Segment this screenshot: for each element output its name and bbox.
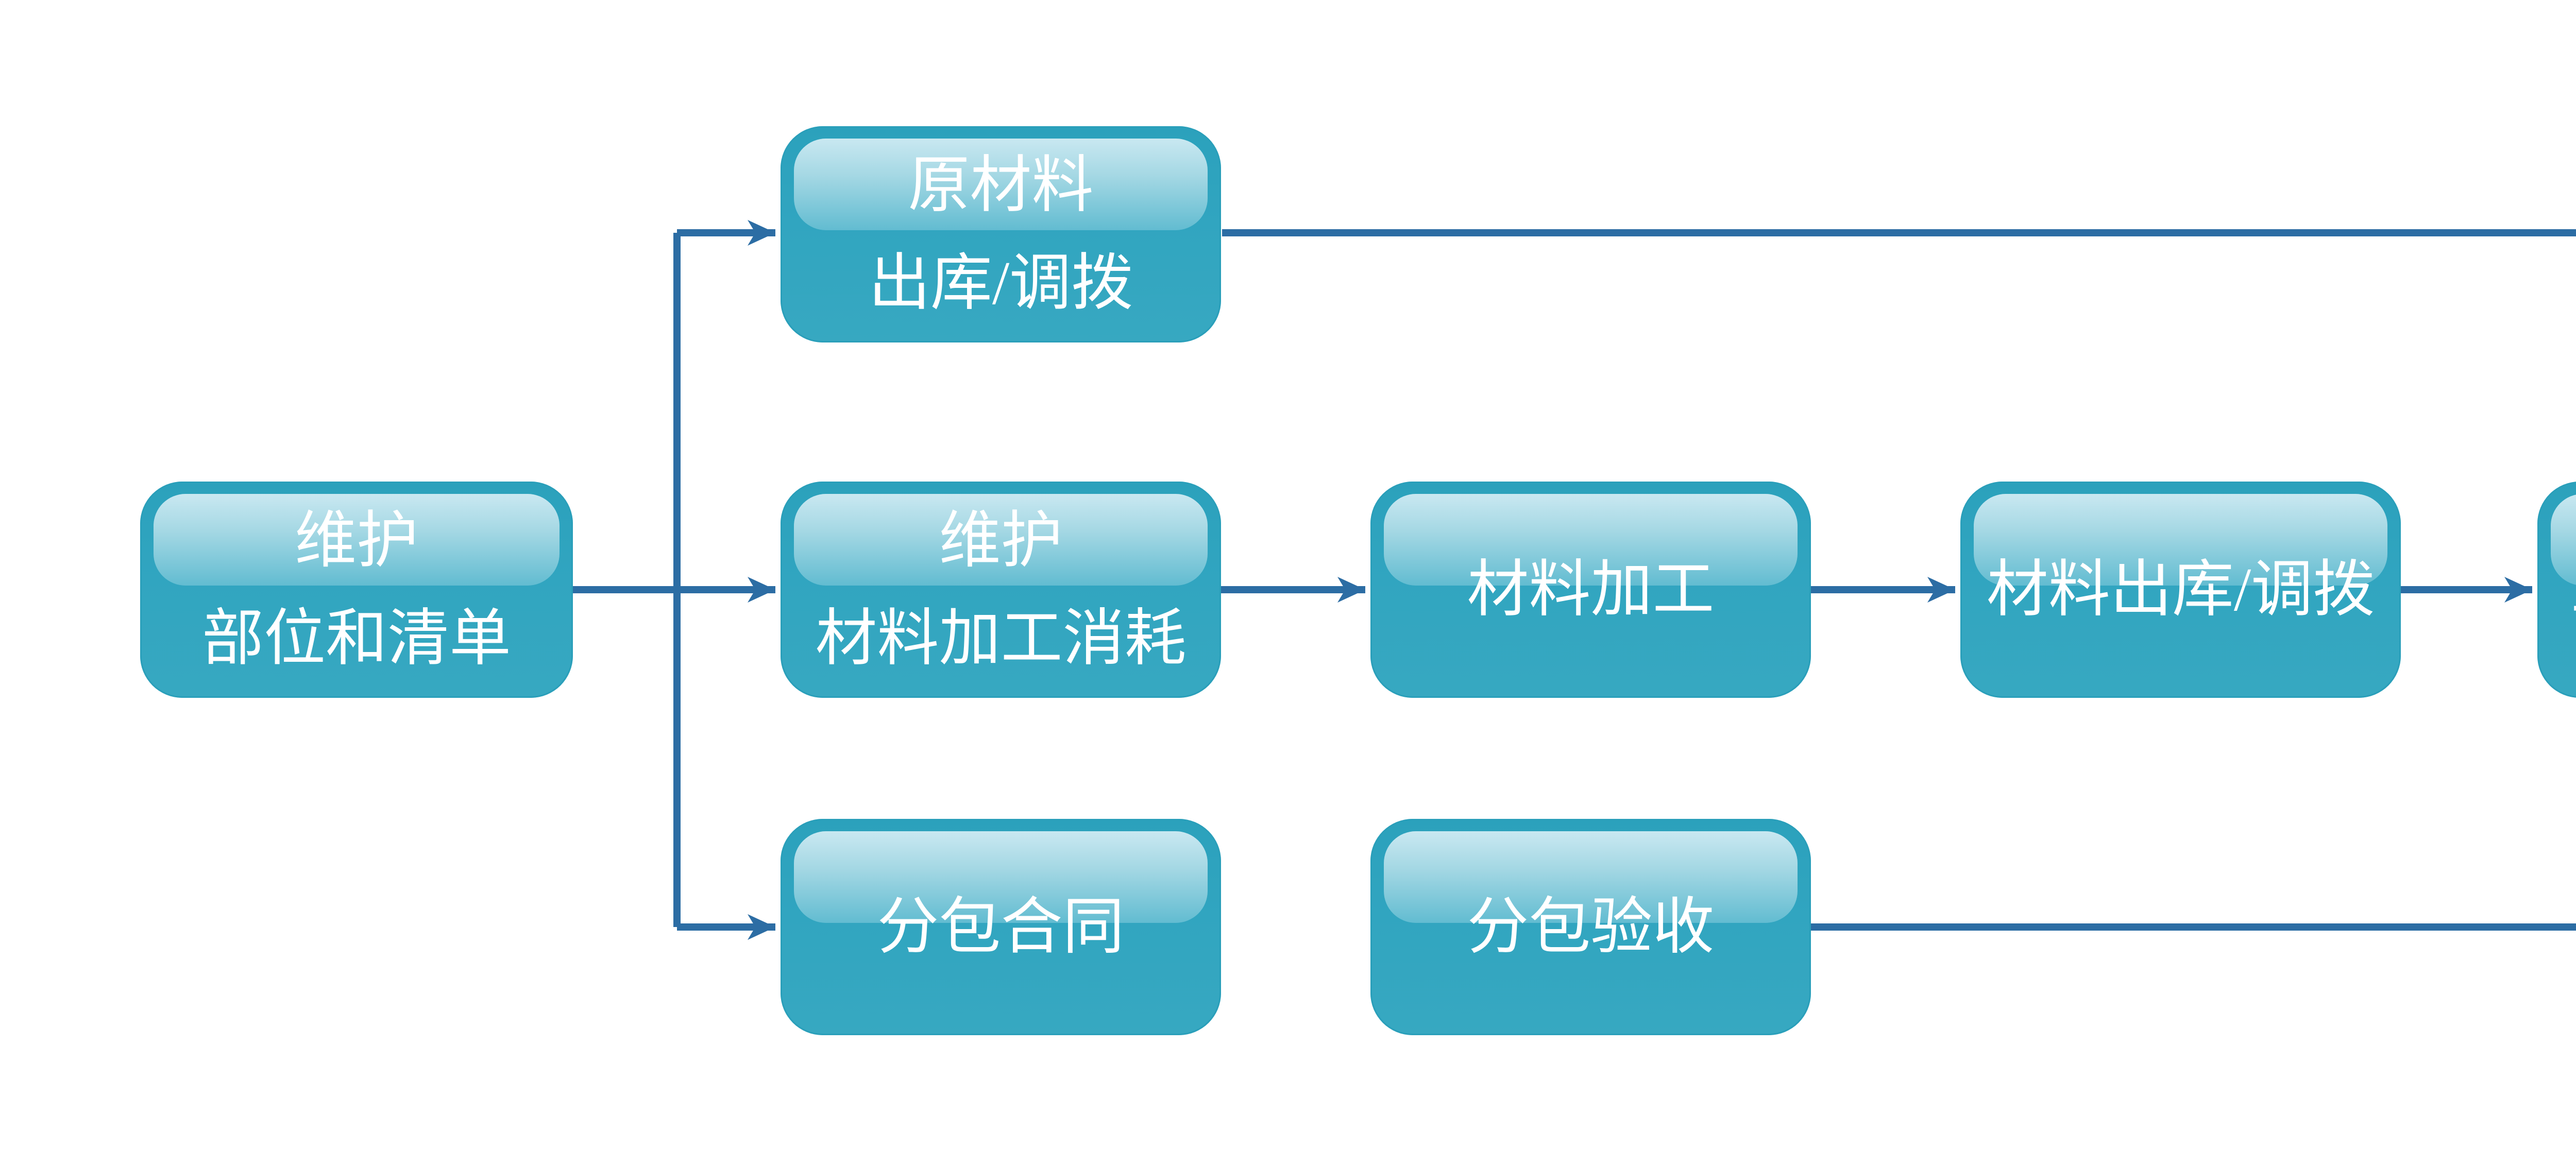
node-subcontract-acceptance: 分包验收 bbox=[1370, 819, 1811, 1035]
node-label-line: 维护 bbox=[295, 506, 418, 575]
node-label-line: 原材料 bbox=[908, 151, 1094, 220]
node-gloss bbox=[1384, 831, 1798, 923]
node-label: 材料出库/调拨 bbox=[1960, 482, 2401, 698]
node-label-line: 分包验收 bbox=[1467, 893, 1715, 962]
node-maintenance-consumption: 维护 材料加工消耗 bbox=[781, 482, 1221, 698]
node-label-line: 工程进度分析 bbox=[2571, 541, 2576, 639]
node-label: 维护 部位和清单 bbox=[140, 482, 573, 698]
node-label-line: 部位和清单 bbox=[202, 604, 511, 673]
node-label-line: 材料出库/调拨 bbox=[1986, 555, 2375, 624]
node-gloss bbox=[154, 494, 560, 586]
node-label: 分包验收 bbox=[1370, 819, 1811, 1035]
node-label-line: 出库/调拨 bbox=[868, 249, 1133, 317]
node-label: 工程进度分析 bbox=[2537, 482, 2576, 698]
node-label: 材料加工 bbox=[1370, 482, 1811, 698]
node-progress-analysis: 工程进度分析 bbox=[2537, 482, 2576, 698]
node-material-processing: 材料加工 bbox=[1370, 482, 1811, 698]
node-label: 原材料 出库/调拨 bbox=[781, 126, 1221, 342]
connector-raw-material-to-progress bbox=[1222, 229, 2576, 236]
node-gloss bbox=[1384, 494, 1798, 586]
node-gloss bbox=[794, 831, 1208, 923]
node-label-line: 材料加工消耗 bbox=[815, 604, 1187, 673]
node-label-line: 维护 bbox=[939, 506, 1063, 575]
node-label: 维护 材料加工消耗 bbox=[781, 482, 1221, 698]
node-label: 分包合同 bbox=[781, 819, 1221, 1035]
node-label-line: 材料加工 bbox=[1467, 555, 1715, 624]
node-gloss bbox=[1974, 494, 2387, 586]
node-maintenance-parts-list: 维护 部位和清单 bbox=[140, 482, 573, 698]
node-gloss bbox=[794, 494, 1208, 586]
node-subcontract-contract: 分包合同 bbox=[781, 819, 1221, 1035]
node-gloss bbox=[2551, 494, 2576, 586]
node-label-line: 分包合同 bbox=[877, 893, 1125, 962]
connector-acceptance-to-progress bbox=[1811, 923, 2576, 931]
node-raw-material-outbound: 原材料 出库/调拨 bbox=[781, 126, 1221, 342]
node-material-outbound: 材料出库/调拨 bbox=[1960, 482, 2401, 698]
node-gloss bbox=[794, 139, 1208, 230]
